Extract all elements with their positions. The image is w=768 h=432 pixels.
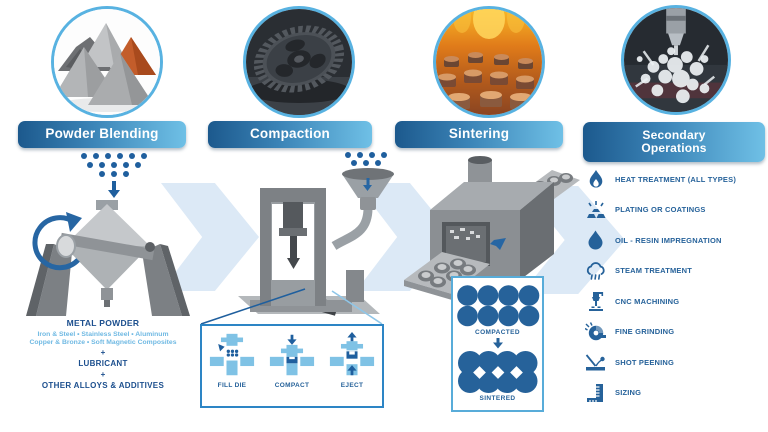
sintering-photo bbox=[433, 6, 545, 118]
oil-drop-icon bbox=[585, 230, 606, 251]
compact-diagram-icon bbox=[269, 334, 315, 376]
eject-diagram-icon bbox=[329, 332, 375, 376]
fill-die-diagram-icon bbox=[209, 333, 255, 376]
stage-banner-sintering: Sintering bbox=[395, 121, 563, 148]
into-furnace-arrow-icon bbox=[490, 238, 506, 250]
list-item-label: SHOT PEENING bbox=[615, 357, 675, 367]
secondary-operations-list: HEAT TREATMENT (ALL TYPES) PLATING OR CO… bbox=[585, 169, 765, 403]
sintered-label: SINTERED bbox=[479, 395, 516, 402]
sintered-particles-icon bbox=[458, 351, 538, 393]
sintering-furnace-illustration bbox=[404, 156, 580, 300]
list-item-shot-peening: SHOT PEENING bbox=[585, 352, 765, 372]
fill-die-step: FILL DIE bbox=[209, 331, 255, 389]
compaction-steps-box: FILL DIE COMPACT bbox=[200, 324, 384, 408]
compaction-photo bbox=[243, 6, 355, 118]
stage-banner-compaction: Compaction bbox=[208, 121, 372, 148]
steel-gear-image bbox=[246, 9, 352, 115]
die-step-label: FILL DIE bbox=[217, 382, 247, 389]
compact-step: COMPACT bbox=[269, 331, 315, 389]
flame-icon bbox=[585, 169, 606, 190]
materials-line-1: Iron & Steel • Stainless Steel • Aluminu… bbox=[37, 330, 169, 338]
compacted-particles-icon bbox=[457, 285, 540, 327]
stage-label: Powder Blending bbox=[45, 126, 159, 142]
list-item-fine-grinding: FINE GRINDING bbox=[585, 322, 765, 342]
stage-banner-secondary-operations: Secondary Operations bbox=[583, 122, 765, 162]
plus-sign: + bbox=[100, 347, 106, 357]
cnc-coolant-splash-image bbox=[624, 8, 728, 112]
sizing-ruler-icon bbox=[585, 382, 606, 403]
stage-label-line2: Operations bbox=[641, 141, 707, 155]
secondary-operations-photo bbox=[621, 5, 731, 115]
down-arrow-icon bbox=[363, 178, 372, 191]
list-item-oil-resin: OIL - RESIN IMPREGNATION bbox=[585, 230, 765, 250]
cnc-machining-icon bbox=[585, 291, 606, 312]
stage-label: Compaction bbox=[249, 126, 330, 142]
die-step-label: EJECT bbox=[340, 382, 364, 389]
powder-dots-icon bbox=[345, 152, 387, 166]
powder-dots-icon bbox=[81, 153, 147, 177]
stage-label-line1: Secondary bbox=[642, 127, 706, 142]
compaction-press-illustration bbox=[238, 152, 394, 316]
list-item-steam-treatment: STEAM TREATMENT bbox=[585, 261, 765, 281]
plus-sign: + bbox=[100, 369, 106, 379]
down-arrow-icon bbox=[492, 338, 503, 349]
list-item-label: FINE GRINDING bbox=[615, 327, 675, 336]
list-item-sizing: SIZING bbox=[585, 383, 765, 403]
steam-cloud-icon bbox=[585, 260, 606, 281]
down-arrow-icon bbox=[108, 181, 120, 198]
plating-icon bbox=[585, 199, 606, 220]
list-item-label: PLATING OR COATINGS bbox=[615, 205, 706, 214]
glowing-parts-image bbox=[436, 9, 542, 115]
list-item-heat-treatment: HEAT TREATMENT (ALL TYPES) bbox=[585, 169, 765, 189]
list-item-label: HEAT TREATMENT (ALL TYPES) bbox=[615, 174, 737, 184]
materials-line-2: Copper & Bronze • Soft Magnetic Composit… bbox=[29, 338, 177, 346]
metal-powder-heading: METAL POWDER bbox=[66, 318, 140, 328]
eject-step: EJECT bbox=[329, 331, 375, 389]
additives-label: OTHER ALLOYS & ADDITIVES bbox=[41, 380, 165, 390]
shot-peening-icon bbox=[585, 352, 606, 373]
stage-label: Sintering bbox=[448, 126, 510, 142]
lubricant-label: LUBRICANT bbox=[78, 358, 128, 368]
sintering-result-box: COMPACTED SINTERED bbox=[451, 276, 544, 412]
powder-blending-photo bbox=[51, 6, 163, 118]
list-item-label: SIZING bbox=[615, 388, 642, 397]
metal-powder-ingredients: METAL POWDER Iron & Steel • Stainless St… bbox=[8, 318, 198, 390]
compacted-label: COMPACTED bbox=[474, 329, 520, 336]
metal-powder-piles-image bbox=[54, 9, 160, 115]
grinding-wheel-icon bbox=[585, 321, 606, 342]
powder-blender-illustration bbox=[26, 153, 190, 316]
list-item-label: OIL - RESIN IMPREGNATION bbox=[615, 235, 722, 245]
list-item-label: CNC MACHINING bbox=[615, 296, 680, 306]
die-step-label: COMPACT bbox=[274, 382, 310, 389]
rotation-arrow-icon bbox=[32, 212, 82, 271]
stage-banner-powder-blending: Powder Blending bbox=[18, 121, 186, 148]
list-item-label: STEAM TREATMENT bbox=[615, 266, 693, 275]
list-item-cnc-machining: CNC MACHINING bbox=[585, 291, 765, 311]
list-item-plating: PLATING OR COATINGS bbox=[585, 200, 765, 220]
